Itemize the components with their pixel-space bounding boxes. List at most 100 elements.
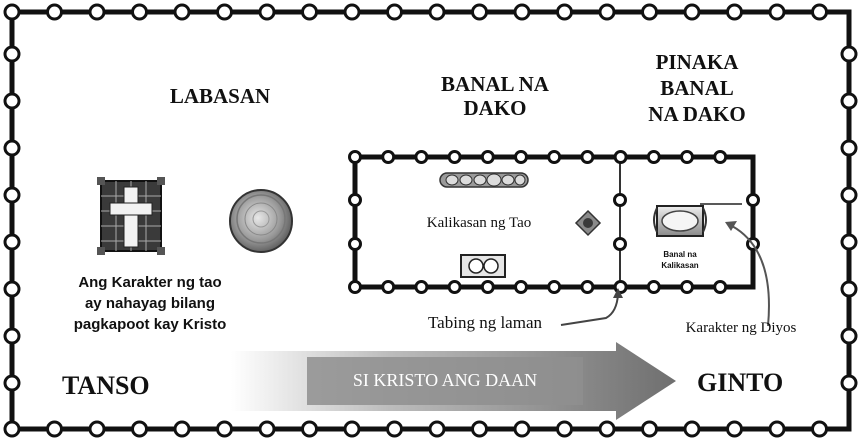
tabernacle-post <box>713 280 728 294</box>
tabernacle-post <box>480 280 495 294</box>
holiest-place-label-line3: NA DAKO <box>648 102 746 126</box>
fence-post <box>840 280 858 298</box>
tabernacle-post <box>381 280 396 294</box>
fence-post <box>513 420 531 438</box>
tabernacle-post <box>646 280 661 294</box>
fence-post <box>216 3 233 21</box>
fence-post <box>683 3 701 21</box>
tabernacle-post <box>547 280 562 294</box>
tabernacle-post <box>447 280 462 294</box>
human-character-caption: Ang Karakter ng tao ay nahayag bilang pa… <box>40 272 260 335</box>
human-nature-label: Kalikasan ng Tao <box>426 215 532 231</box>
fence-post <box>3 327 21 345</box>
tabernacle-post <box>514 150 528 164</box>
fence-post <box>258 3 276 21</box>
fence-post <box>840 374 858 392</box>
fence-post <box>343 3 361 21</box>
holiest-place-label-line1: PINAKA <box>655 50 739 74</box>
divine-nature-label: Banal na Kalikasan <box>640 249 720 271</box>
fence-post <box>840 186 858 204</box>
holiest-place-label: PINAKA BANAL NA DAKO <box>622 49 772 127</box>
tabernacle-post <box>547 150 562 164</box>
fence-post <box>46 3 63 21</box>
altar-of-incense-icon <box>574 209 602 237</box>
fence-post <box>258 420 276 438</box>
tabernacle-post <box>680 150 694 164</box>
fence-post <box>386 3 403 21</box>
tabernacle-post <box>414 150 429 164</box>
fence-post <box>343 420 361 438</box>
human-character-caption-line2: ay nahayag bilang <box>84 295 216 312</box>
fence-post <box>88 420 106 438</box>
fence-post <box>3 186 21 204</box>
tabernacle-post <box>480 150 495 164</box>
fence-post <box>556 420 573 438</box>
tabernacle-post <box>713 150 728 164</box>
gold-label: GINTO <box>697 368 784 397</box>
fence-post <box>173 420 191 438</box>
human-character-caption-line1: Ang Karakter ng tao <box>78 274 222 291</box>
ark-of-covenant-icon <box>653 203 742 237</box>
veil-of-flesh-label: Tabing ng laman <box>427 313 542 332</box>
divine-nature-label-line1: Banal na <box>663 250 697 259</box>
holy-place-label-line2: DAKO <box>463 96 527 121</box>
outer-court-fence <box>3 3 858 438</box>
tabernacle-post <box>514 280 528 294</box>
divine-nature-label-line2: Kalikasan <box>661 261 699 270</box>
fence-post <box>811 420 828 438</box>
fence-post <box>726 420 743 438</box>
fence-post <box>840 327 858 345</box>
fence-post <box>768 420 786 438</box>
tabernacle-post <box>746 193 760 207</box>
fence-post <box>173 3 191 21</box>
fence-post <box>3 3 21 21</box>
fence-post <box>428 3 446 21</box>
character-of-god-pointer-arrow <box>725 221 770 327</box>
holy-place-label: BANAL NA DAKO <box>410 72 580 120</box>
human-character-caption-line3: pagkapoot kay Kristo <box>73 316 227 333</box>
fence-post <box>811 3 828 21</box>
bronze-label: TANSO <box>62 371 150 400</box>
fence-post <box>768 3 786 21</box>
tabernacle-post <box>381 150 396 164</box>
christ-the-way-arrow <box>231 342 676 420</box>
christ-the-way-text: SI KRISTO ANG DAAN <box>352 370 538 390</box>
fence-post <box>840 139 858 157</box>
fence-post <box>641 3 658 21</box>
fence-post <box>3 420 21 438</box>
tabernacle-post <box>414 280 429 294</box>
table-of-shewbread-icon <box>460 254 506 278</box>
veil-pointer-arrow <box>560 288 623 326</box>
outer-court-label: LABASAN <box>169 84 271 108</box>
fence-post <box>216 420 233 438</box>
fence-post <box>131 3 148 21</box>
fence-post <box>131 420 148 438</box>
fence-post <box>598 420 616 438</box>
fence-post <box>513 3 531 21</box>
fence-post <box>598 3 616 21</box>
fence-post <box>3 374 21 392</box>
fence-post <box>840 233 858 251</box>
fence-post <box>3 139 21 157</box>
fence-post <box>840 92 858 110</box>
fence-post <box>3 45 21 63</box>
fence-post <box>726 3 743 21</box>
altar-of-burnt-offering-icon <box>97 177 165 255</box>
fence-post <box>471 3 488 21</box>
tabernacle-post <box>348 150 362 164</box>
fence-post <box>683 420 701 438</box>
fence-post <box>301 3 318 21</box>
character-of-god-label: Karakter ng Diyos <box>685 320 797 336</box>
tabernacle-post <box>348 193 362 207</box>
laver-icon <box>229 189 293 253</box>
fence-post <box>556 3 573 21</box>
tabernacle-post <box>580 150 595 164</box>
fence-post <box>641 420 658 438</box>
holy-place-label-line1: BANAL NA <box>441 72 549 96</box>
fence-post <box>428 420 446 438</box>
tabernacle-post <box>613 150 628 164</box>
veil-post <box>613 193 627 207</box>
fence-post <box>46 420 63 438</box>
tabernacle-post <box>680 280 694 294</box>
